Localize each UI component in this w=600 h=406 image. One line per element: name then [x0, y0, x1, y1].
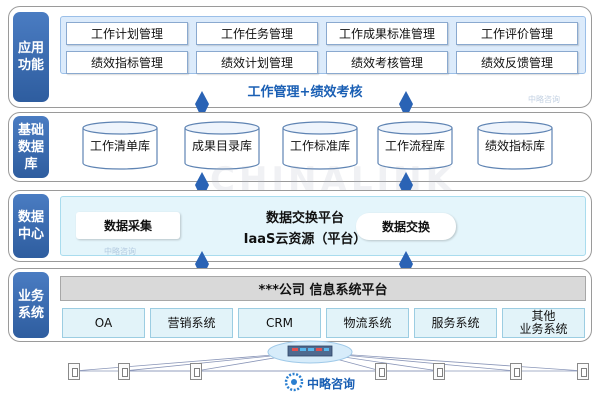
function-work-evaluation[interactable]: 工作评价管理	[456, 22, 578, 45]
system-crm[interactable]: CRM	[238, 308, 321, 338]
company-platform-bar[interactable]: ***公司 信息系统平台	[60, 276, 586, 301]
network-switch-icon	[267, 340, 353, 364]
database-cylinder[interactable]: 绩效指标库	[477, 121, 553, 171]
system-service[interactable]: 服务系统	[414, 308, 497, 338]
data-exchange-pill[interactable]: 数据交换	[356, 213, 456, 240]
client-device-icon	[118, 363, 130, 380]
bidirectional-arrow-icon	[399, 251, 413, 279]
database-label: 工作流程库	[384, 139, 445, 153]
watermark-logo-small: 中略咨询	[528, 95, 560, 104]
function-work-task[interactable]: 工作任务管理	[196, 22, 318, 45]
database-cylinder[interactable]: 工作清单库	[82, 121, 158, 171]
bidirectional-arrow-icon	[399, 172, 413, 200]
system-oa[interactable]: OA	[62, 308, 145, 338]
cylinder-icon	[184, 121, 260, 170]
function-work-result-standard[interactable]: 工作成果标准管理	[326, 22, 448, 45]
app-layer-label-text: 应用功能	[17, 41, 44, 73]
business-systems-label: 业务系统	[13, 272, 49, 338]
system-other[interactable]: 其他 业务系统	[502, 308, 585, 338]
bidirectional-arrow-icon	[195, 172, 209, 200]
watermark-logo-small: 中略咨询	[104, 247, 136, 256]
bidirectional-arrow-icon	[195, 251, 209, 279]
function-kpi-plan[interactable]: 绩效计划管理	[196, 51, 318, 74]
iaas-cloud-subtitle: IaaS云资源（平台）	[243, 232, 367, 247]
data-center-label-text: 数据中心	[17, 210, 44, 242]
data-exchange-platform-title: 数据交换平台	[265, 211, 344, 226]
app-layer-label: 应用功能	[13, 12, 49, 102]
function-kpi-feedback[interactable]: 绩效反馈管理	[456, 51, 578, 74]
cylinder-icon	[477, 121, 553, 170]
bidirectional-arrow-icon	[195, 91, 209, 119]
company-logo-icon	[284, 372, 304, 392]
database-cylinder[interactable]: 工作标准库	[282, 121, 358, 171]
app-functions-grid: 工作计划管理 工作任务管理 工作成果标准管理 工作评价管理 绩效指标管理 绩效计…	[66, 22, 578, 74]
app-layer-caption: 工作管理+绩效考核	[247, 85, 363, 100]
client-device-icon	[577, 363, 589, 380]
bidirectional-arrow-icon	[399, 91, 413, 119]
cylinder-icon	[377, 121, 453, 170]
database-cylinder[interactable]: 成果目录库	[184, 121, 260, 171]
company-logo-text: 中略咨询	[307, 377, 356, 391]
client-device-icon	[375, 363, 387, 380]
database-layer-label: 基础数据库	[13, 116, 49, 178]
database-layer-label-text: 基础数据库	[17, 122, 44, 172]
system-logistics[interactable]: 物流系统	[326, 308, 409, 338]
client-device-icon	[510, 363, 522, 380]
system-marketing[interactable]: 营销系统	[150, 308, 233, 338]
database-label: 工作标准库	[289, 139, 350, 153]
data-center-label: 数据中心	[13, 194, 49, 258]
database-label: 绩效指标库	[484, 139, 545, 153]
function-kpi-indicator[interactable]: 绩效指标管理	[66, 51, 188, 74]
business-systems-label-text: 业务系统	[17, 289, 44, 321]
database-cylinder[interactable]: 工作流程库	[377, 121, 453, 171]
cylinder-icon	[82, 121, 158, 170]
client-device-icon	[190, 363, 202, 380]
function-work-plan[interactable]: 工作计划管理	[66, 22, 188, 45]
function-kpi-assessment[interactable]: 绩效考核管理	[326, 51, 448, 74]
client-device-icon	[433, 363, 445, 380]
data-collection-box[interactable]: 数据采集	[76, 212, 180, 239]
cylinder-icon	[282, 121, 358, 170]
client-device-icon	[68, 363, 80, 380]
database-label: 成果目录库	[191, 139, 252, 153]
database-label: 工作清单库	[89, 139, 150, 153]
